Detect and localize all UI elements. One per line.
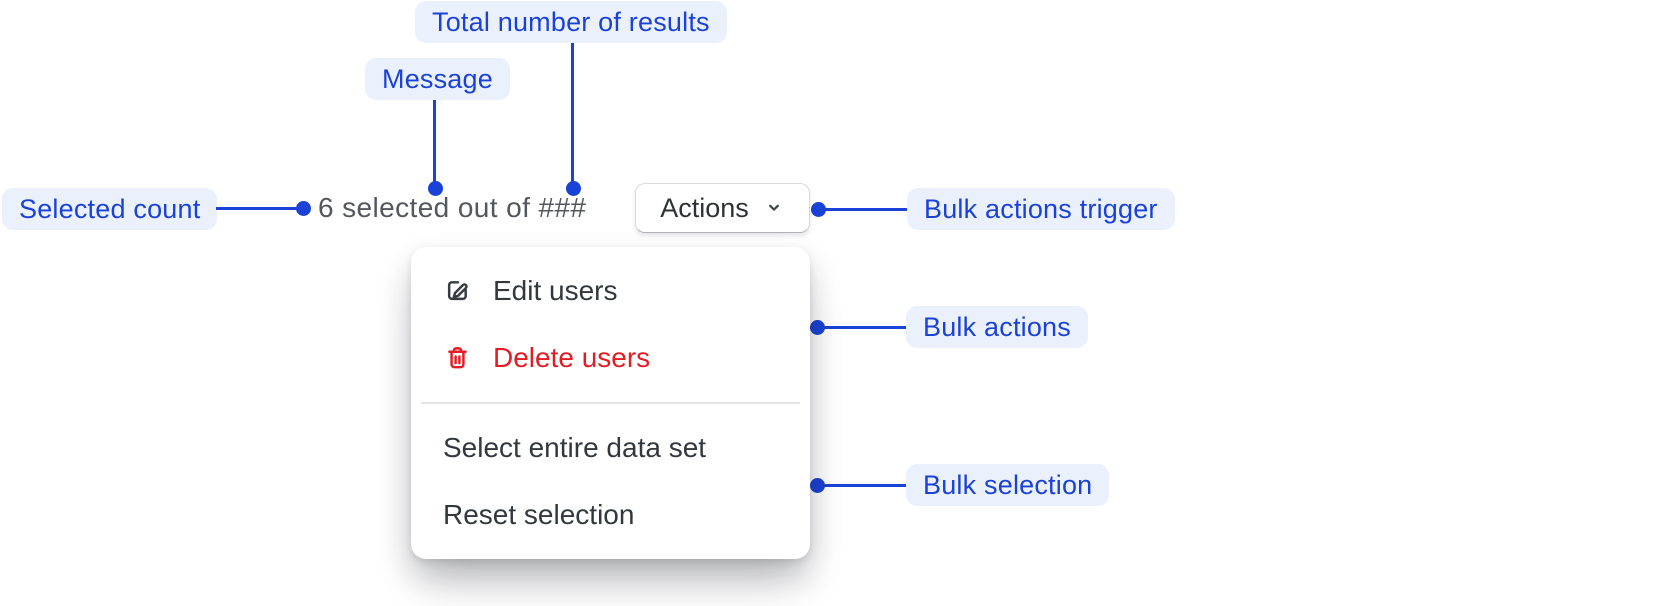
delete-icon bbox=[443, 344, 472, 373]
connector-dot-bulk-selection bbox=[810, 478, 825, 493]
edit-icon bbox=[443, 276, 472, 305]
actions-button-label: Actions bbox=[660, 192, 749, 223]
menu-item-delete-users[interactable]: Delete users bbox=[411, 325, 810, 393]
connector-dot-bulk-actions-trigger bbox=[811, 202, 826, 217]
menu-item-select-entire-data-set[interactable]: Select entire data set bbox=[411, 414, 810, 482]
selected-count-message: 6 selected out of ### bbox=[318, 192, 587, 223]
chevron-down-icon bbox=[763, 197, 785, 219]
annotation-bulk-actions: Bulk actions bbox=[906, 306, 1088, 348]
connector-line-bulk-actions-trigger bbox=[822, 208, 907, 211]
menu-item-label: Edit users bbox=[493, 274, 618, 306]
connector-line-bulk-actions bbox=[821, 326, 906, 329]
menu-divider bbox=[421, 402, 800, 404]
menu-item-label: Reset selection bbox=[443, 499, 635, 531]
annotation-total-results: Total number of results bbox=[415, 1, 727, 43]
connector-line-total-results bbox=[571, 43, 574, 185]
menu-item-reset-selection[interactable]: Reset selection bbox=[411, 481, 810, 549]
menu-item-label: Delete users bbox=[493, 342, 651, 374]
annotation-selected-count: Selected count bbox=[2, 188, 218, 230]
connector-dot-total-results bbox=[566, 181, 581, 196]
connector-line-selected-count bbox=[216, 207, 300, 210]
annotation-message: Message bbox=[365, 58, 510, 100]
annotation-bulk-selection: Bulk selection bbox=[906, 464, 1110, 506]
menu-item-edit-users[interactable]: Edit users bbox=[411, 257, 810, 325]
connector-line-message bbox=[433, 100, 436, 185]
annotation-bulk-actions-trigger: Bulk actions trigger bbox=[907, 188, 1175, 230]
connector-dot-bulk-actions bbox=[810, 320, 825, 335]
bulk-actions-trigger-button[interactable]: Actions bbox=[635, 183, 810, 233]
connector-dot-selected-count bbox=[296, 201, 311, 216]
bulk-actions-menu: Edit users Delete users Select entire da… bbox=[411, 247, 810, 559]
menu-item-label: Select entire data set bbox=[443, 431, 707, 463]
connector-dot-message bbox=[428, 181, 443, 196]
connector-line-bulk-selection bbox=[821, 484, 906, 487]
